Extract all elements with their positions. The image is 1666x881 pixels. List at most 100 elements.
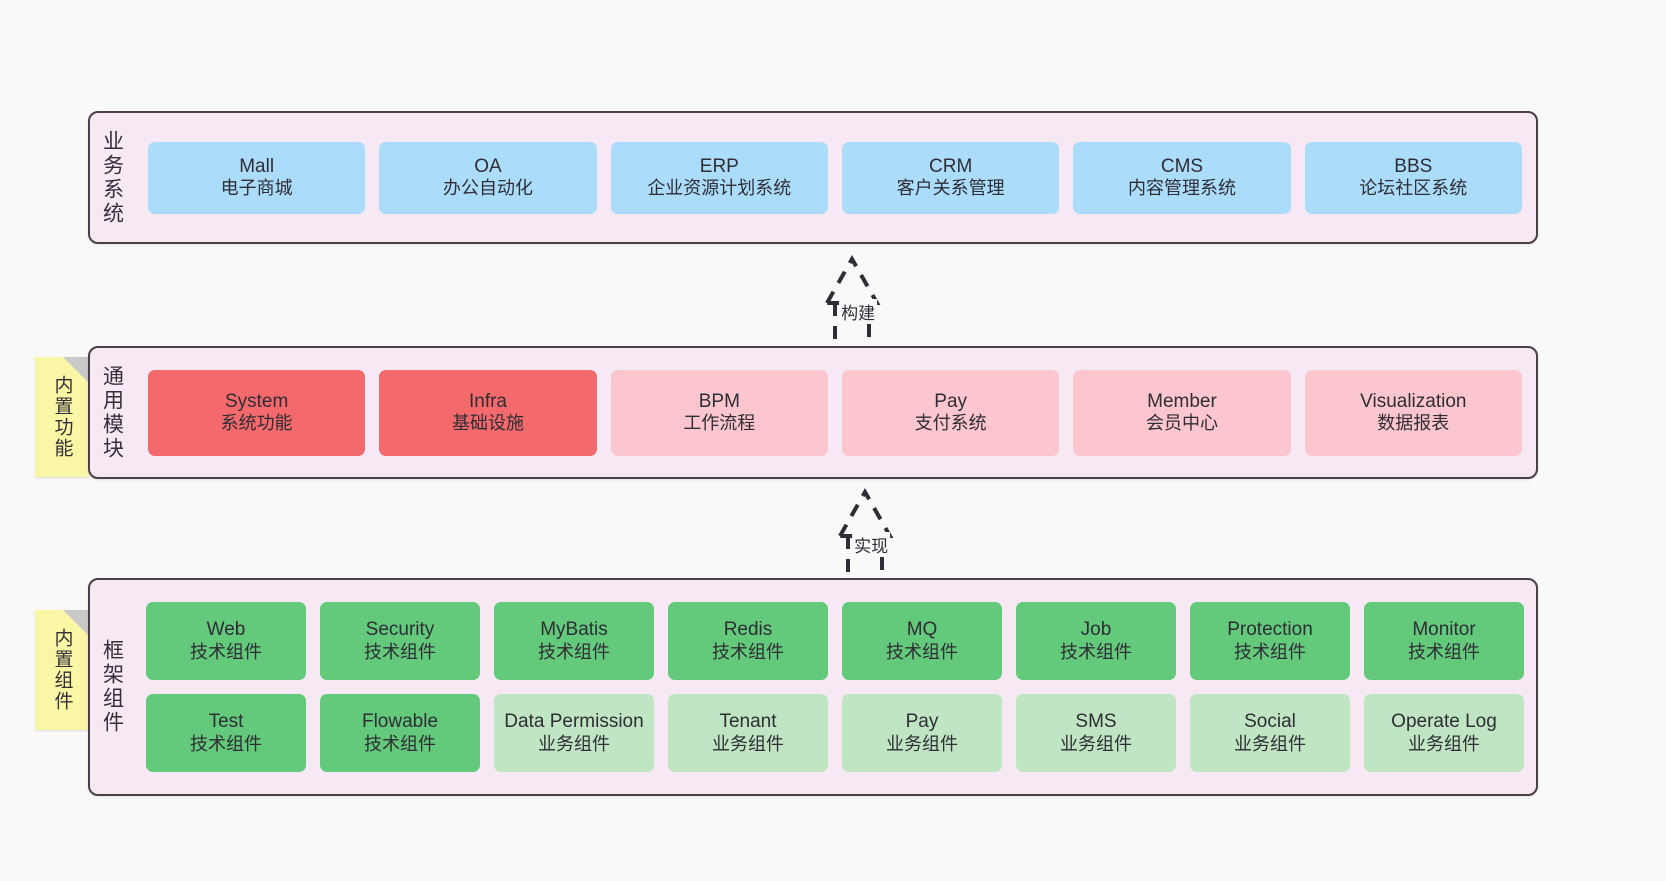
module-box-system[interactable]: System 系统功能 xyxy=(148,369,366,456)
module-name-en: Web xyxy=(206,619,246,641)
module-box-sms[interactable]: SMS 业务组件 xyxy=(1016,694,1176,772)
module-box-tenant[interactable]: Tenant 业务组件 xyxy=(668,694,828,772)
module-box-pay-component[interactable]: Pay 业务组件 xyxy=(842,694,1002,772)
module-name-cn: 技术组件 xyxy=(712,641,784,662)
module-box-cms[interactable]: CMS 内容管理系统 xyxy=(1073,141,1291,214)
module-name-cn: 客户关系管理 xyxy=(896,178,1005,199)
module-name-en: Monitor xyxy=(1412,619,1476,641)
connector-build: 构建 xyxy=(757,253,947,358)
layer-title-framework: 框架组件 xyxy=(100,639,124,735)
module-box-infra[interactable]: Infra 基础设施 xyxy=(379,369,597,456)
sticky-note-builtin-functions: 内置功能 xyxy=(35,357,89,477)
module-name-en: Mall xyxy=(239,155,275,177)
module-name-cn: 技术组件 xyxy=(364,641,436,662)
module-name-cn: 技术组件 xyxy=(538,641,610,662)
module-box-social[interactable]: Social 业务组件 xyxy=(1190,694,1350,772)
module-box-erp[interactable]: ERP 企业资源计划系统 xyxy=(610,141,828,214)
module-box-job[interactable]: Job 技术组件 xyxy=(1016,602,1176,680)
module-name-en: Redis xyxy=(723,619,773,641)
module-name-en: Infra xyxy=(468,390,507,412)
page-fold-icon xyxy=(63,610,89,636)
module-box-mq[interactable]: MQ 技术组件 xyxy=(842,602,1002,680)
module-name-en: System xyxy=(224,390,289,412)
connector-build-label: 构建 xyxy=(839,299,878,324)
sticky-note-label: 内置组件 xyxy=(51,628,73,712)
module-name-cn: 业务组件 xyxy=(886,733,958,754)
layer-body-framework: Web 技术组件 Security 技术组件 MyBatis 技术组件 Redi… xyxy=(134,580,1536,794)
module-name-en: Member xyxy=(1147,390,1217,412)
module-box-security[interactable]: Security 技术组件 xyxy=(320,602,480,680)
module-name-en: Job xyxy=(1080,619,1112,641)
module-box-oa[interactable]: OA 办公自动化 xyxy=(379,141,597,214)
module-name-en: ERP xyxy=(699,155,739,177)
module-name-cn: 系统功能 xyxy=(220,413,293,434)
module-name-cn: 业务组件 xyxy=(1408,733,1480,754)
module-name-cn: 技术组件 xyxy=(1060,641,1132,662)
sticky-note-builtin-components: 内置组件 xyxy=(35,610,89,730)
module-name-en: Security xyxy=(365,619,435,641)
module-box-test[interactable]: Test 技术组件 xyxy=(146,694,306,772)
module-box-mybatis[interactable]: MyBatis 技术组件 xyxy=(494,602,654,680)
module-box-flowable[interactable]: Flowable 技术组件 xyxy=(320,694,480,772)
module-name-cn: 办公自动化 xyxy=(442,178,533,199)
module-box-bbs[interactable]: BBS 论坛社区系统 xyxy=(1304,141,1522,214)
module-name-cn: 技术组件 xyxy=(1408,641,1480,662)
layer-framework-components: 框架组件 Web 技术组件 Security 技术组件 MyBatis 技术组件… xyxy=(88,578,1538,796)
framework-row-tech: Web 技术组件 Security 技术组件 MyBatis 技术组件 Redi… xyxy=(146,602,1524,680)
layer-common-modules: 通用模块 System 系统功能 Infra 基础设施 BPM 工作流程 Pay… xyxy=(88,346,1538,479)
module-box-crm[interactable]: CRM 客户关系管理 xyxy=(841,141,1060,214)
module-name-en: CRM xyxy=(929,155,973,177)
module-box-bpm[interactable]: BPM 工作流程 xyxy=(610,369,828,456)
module-name-cn: 业务组件 xyxy=(712,733,784,754)
module-name-en: OA xyxy=(474,155,502,177)
module-name-cn: 技术组件 xyxy=(364,733,436,754)
module-name-en: CMS xyxy=(1160,155,1204,177)
module-name-en: SMS xyxy=(1075,711,1117,733)
module-name-en: BBS xyxy=(1394,155,1433,177)
module-box-mall[interactable]: Mall 电子商城 xyxy=(148,141,366,214)
module-box-redis[interactable]: Redis 技术组件 xyxy=(668,602,828,680)
module-name-en: Data Permission xyxy=(504,711,644,733)
connector-implement-label: 实现 xyxy=(852,532,891,557)
module-name-en: Operate Log xyxy=(1391,711,1497,733)
module-name-en: Pay xyxy=(934,390,968,412)
module-name-en: Pay xyxy=(905,711,939,733)
page-fold-icon xyxy=(63,357,89,383)
module-box-pay[interactable]: Pay 支付系统 xyxy=(841,369,1060,456)
layer-body-business: Mall 电子商城 OA 办公自动化 ERP 企业资源计划系统 CRM 客户关系… xyxy=(134,113,1536,242)
module-name-cn: 会员中心 xyxy=(1145,413,1218,434)
module-name-cn: 工作流程 xyxy=(683,413,756,434)
layer-business-systems: 业务系统 Mall 电子商城 OA 办公自动化 ERP 企业资源计划系统 CRM… xyxy=(88,111,1538,244)
module-name-cn: 技术组件 xyxy=(190,733,262,754)
module-name-cn: 论坛社区系统 xyxy=(1359,178,1468,199)
layer-title-common: 通用模块 xyxy=(100,364,124,461)
module-name-en: Test xyxy=(208,711,244,733)
module-box-operate-log[interactable]: Operate Log 业务组件 xyxy=(1364,694,1524,772)
module-name-en: Visualization xyxy=(1360,390,1467,412)
connector-implement: 实现 xyxy=(770,486,960,591)
module-name-en: Protection xyxy=(1227,619,1313,641)
module-name-cn: 业务组件 xyxy=(1234,733,1306,754)
layer-body-common: System 系统功能 Infra 基础设施 BPM 工作流程 Pay 支付系统… xyxy=(134,348,1536,477)
module-box-member[interactable]: Member 会员中心 xyxy=(1073,369,1291,456)
module-box-protection[interactable]: Protection 技术组件 xyxy=(1190,602,1350,680)
module-box-visualization[interactable]: Visualization 数据报表 xyxy=(1304,369,1522,456)
module-name-en: MyBatis xyxy=(540,619,608,641)
module-box-monitor[interactable]: Monitor 技术组件 xyxy=(1364,602,1524,680)
module-name-en: Flowable xyxy=(361,711,439,733)
module-name-en: Social xyxy=(1244,711,1296,733)
module-name-cn: 技术组件 xyxy=(1234,641,1306,662)
layer-title-business: 业务系统 xyxy=(100,129,124,226)
module-name-cn: 基础设施 xyxy=(451,413,524,434)
module-box-web[interactable]: Web 技术组件 xyxy=(146,602,306,680)
module-name-en: MQ xyxy=(906,619,938,641)
module-name-cn: 内容管理系统 xyxy=(1127,178,1236,199)
sticky-note-label: 内置功能 xyxy=(51,375,73,459)
module-box-data-permission[interactable]: Data Permission 业务组件 xyxy=(494,694,654,772)
framework-row-business: Test 技术组件 Flowable 技术组件 Data Permission … xyxy=(146,694,1524,772)
module-name-en: Tenant xyxy=(719,711,777,733)
module-name-cn: 业务组件 xyxy=(1060,733,1132,754)
module-name-cn: 支付系统 xyxy=(914,413,987,434)
module-name-cn: 业务组件 xyxy=(538,733,610,754)
